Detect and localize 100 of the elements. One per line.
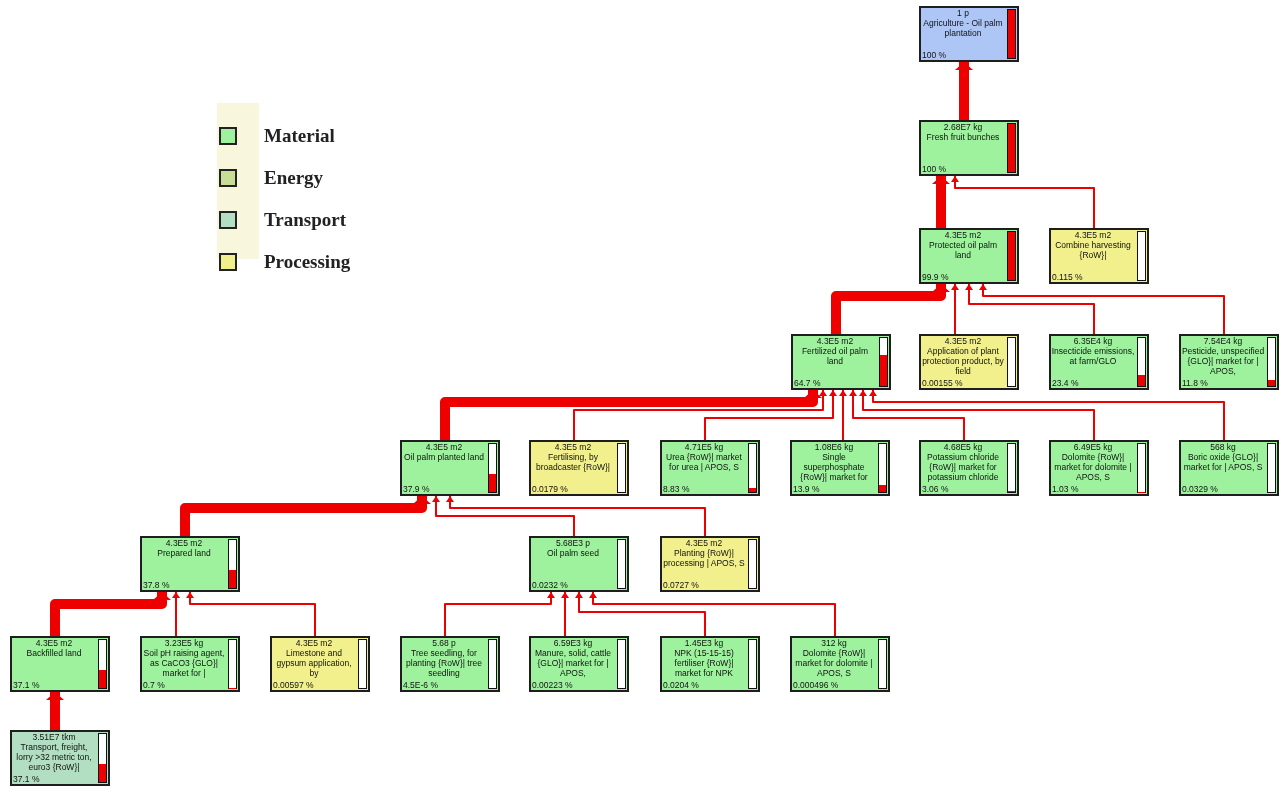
percentage-label: 0.0204 %: [662, 680, 700, 690]
amount-label: 312 kg: [820, 638, 848, 648]
flow-arrow: [704, 389, 837, 441]
percentage-label: 0.0727 %: [662, 580, 700, 590]
process-box: [529, 440, 629, 496]
process-name: NPK (15-15-15) fertiliser {RoW}| market for NPK: [673, 648, 735, 680]
process-name: Oil palm seed: [546, 548, 600, 560]
process-name: Single superphosphate {RoW}| market for: [799, 452, 869, 484]
flow-arrow: [180, 496, 431, 536]
amount-label: 6.59E3 kg: [552, 638, 594, 648]
percentage-label: 37.1 %: [12, 680, 41, 690]
flow-arrow: [172, 591, 180, 637]
percentage-label: 23.4 %: [1051, 378, 1080, 388]
process-name: Oil palm planted land: [403, 452, 485, 464]
process-name: Soil pH raising agent, as CaCO3 {GLO}| market for |: [142, 648, 226, 680]
legend-label: Processing: [264, 251, 351, 273]
process-name: Pesticide, unspecified {GLO}| market for | APOS,: [1181, 346, 1265, 378]
legend-label: Material: [264, 125, 335, 147]
process-box: [660, 536, 760, 592]
process-box: [660, 636, 760, 692]
flow-arrow: [979, 283, 1225, 335]
percentage-label: 4.5E-6 %: [402, 680, 439, 690]
flow-arrow: [561, 591, 569, 637]
process-box: [919, 228, 1019, 284]
process-box: [919, 334, 1019, 390]
process-box: [1049, 440, 1149, 496]
percentage-label: 0.000496 %: [792, 680, 840, 690]
percentage-label: 13.9 %: [792, 484, 821, 494]
flow-arrow: [446, 495, 706, 537]
percentage-label: 0.00223 %: [531, 680, 574, 690]
amount-label: 4.71E5 kg: [683, 442, 725, 452]
amount-label: 4.3E5 m2: [815, 336, 855, 346]
amount-label: 4.3E5 m2: [164, 538, 204, 548]
percentage-label: 0.115 %: [1051, 272, 1084, 282]
percentage-label: 99.9 %: [921, 272, 950, 282]
flow-arrow: [839, 389, 847, 441]
process-box: [660, 440, 760, 496]
process-name: Urea {RoW}| market for urea | APOS, S: [665, 452, 743, 474]
process-box: [1179, 334, 1279, 390]
process-box: [790, 636, 890, 692]
process-name: Application of plant protection product, by field: [921, 346, 1005, 378]
process-name: Prepared land: [156, 548, 212, 560]
process-name: Tree seedling, for planting {RoW}| tree seedling: [405, 648, 483, 680]
percentage-label: 11.8 %: [1181, 378, 1209, 388]
process-box: [529, 536, 629, 592]
amount-label: 5.68E3 p: [555, 538, 591, 548]
process-box: [919, 440, 1019, 496]
process-box: [1179, 440, 1279, 496]
process-name: Protected oil palm land: [927, 240, 998, 262]
percentage-label: 3.06 %: [921, 484, 950, 494]
amount-label: 2.68E7 kg: [942, 122, 984, 132]
percentage-label: 100 %: [921, 50, 948, 60]
process-name: Limestone and gypsum application, by: [275, 648, 353, 680]
amount-label: 4.3E5 m2: [684, 538, 724, 548]
flow-arrow: [955, 62, 973, 120]
process-name: Agriculture - Oil palm plantation: [922, 18, 1004, 40]
amount-label: 4.3E5 m2: [553, 442, 593, 452]
process-name: Planting {RoW}| processing | APOS, S: [662, 548, 746, 570]
percentage-label: 0.7 %: [142, 680, 166, 690]
flow-arrow: [589, 591, 836, 637]
process-box: [400, 636, 500, 692]
percentage-label: 1.03 %: [1051, 484, 1080, 494]
process-name: Fertilising, by broadcaster {RoW}|: [535, 452, 611, 474]
percentage-label: 0.0179 %: [531, 484, 569, 494]
percentage-label: 37.1 %: [12, 774, 41, 784]
process-box: [919, 6, 1019, 62]
process-name: Fresh fruit bunches: [925, 132, 1001, 144]
legend-label: Transport: [264, 209, 346, 231]
flow-arrow: [575, 591, 706, 637]
process-box: [10, 730, 110, 786]
amount-label: 4.68E5 kg: [942, 442, 984, 452]
process-name: Boric oxide {GLO}| market for | APOS, S: [1182, 452, 1264, 474]
process-name: Combine harvesting {RoW}|: [1054, 240, 1132, 262]
process-name: Dolomite {RoW}| market for dolomite | APOS, S: [794, 648, 874, 680]
amount-label: 7.54E4 kg: [1202, 336, 1244, 346]
process-name: Dolomite {RoW}| market for dolomite | APOS, S: [1053, 452, 1133, 484]
amount-label: 4.3E5 m2: [34, 638, 74, 648]
amount-label: 3.23E5 kg: [163, 638, 205, 648]
amount-label: 4.3E5 m2: [943, 336, 983, 346]
flow-arrow: [932, 176, 950, 228]
amount-label: 4.3E5 m2: [943, 230, 983, 240]
process-box: [140, 536, 240, 592]
flow-arrow: [849, 389, 965, 441]
amount-label: 1.08E6 kg: [813, 442, 855, 452]
percentage-label: 0.0329 %: [1181, 484, 1219, 494]
process-box: [270, 636, 370, 692]
process-box: [1049, 228, 1149, 284]
percentage-label: 37.9 %: [402, 484, 431, 494]
flow-arrow: [869, 389, 1225, 441]
process-box: [791, 334, 891, 390]
process-name: Backfilled land: [25, 648, 83, 660]
flow-arrow: [573, 389, 827, 441]
amount-label: 4.3E5 m2: [294, 638, 334, 648]
percentage-label: 8.83 %: [662, 484, 691, 494]
amount-label: 6.49E5 kg: [1072, 442, 1114, 452]
amount-label: 3.51E7 tkm: [31, 732, 77, 742]
process-box: [919, 120, 1019, 176]
process-name: Manure, solid, cattle {GLO}| market for | APOS,: [533, 648, 613, 680]
process-box: [790, 440, 890, 496]
percentage-label: 37.8 %: [142, 580, 171, 590]
